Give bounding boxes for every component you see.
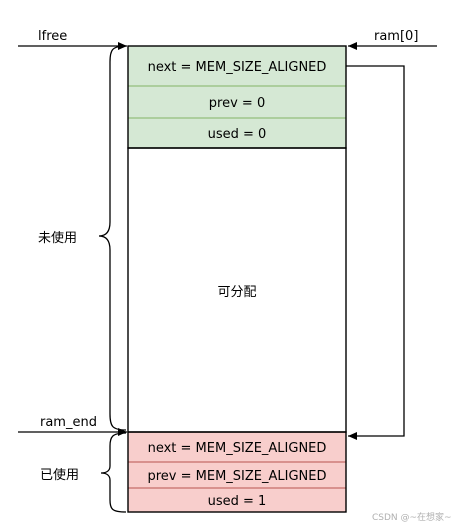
bottom-block-used-text: used = 1 <box>208 494 267 509</box>
top-block-next-text: next = MEM_SIZE_ALIGNED <box>148 60 327 75</box>
bottom-block-next-text: next = MEM_SIZE_ALIGNED <box>148 441 327 456</box>
top-block-next-cell <box>128 46 346 86</box>
used-brace <box>100 432 127 513</box>
bottom-block-next-cell <box>128 432 346 462</box>
ram-end-label: ram_end <box>40 415 97 430</box>
top-block-used-cell <box>128 118 346 148</box>
free-region-label: 可分配 <box>217 285 256 300</box>
top-block-used-text: used = 0 <box>208 127 267 142</box>
bottom-block-prev-text: prev = MEM_SIZE_ALIGNED <box>147 469 326 484</box>
watermark: CSDN @~在想家~ <box>372 511 452 523</box>
unused-label: 未使用 <box>38 230 77 246</box>
ram0-label: ram[0] <box>374 29 418 44</box>
top-block-prev-cell <box>128 86 346 118</box>
top-block-outline <box>127 45 347 149</box>
unused-brace <box>98 45 127 431</box>
bottom-block-prev-cell <box>128 462 346 488</box>
bottom-block-outline <box>127 431 347 513</box>
used-region-label: 已使用 <box>40 467 79 483</box>
top-block-prev-text: prev = 0 <box>209 96 265 111</box>
next-pointer-arrow <box>346 65 405 440</box>
bottom-block-used-cell <box>128 488 346 512</box>
lfree-label: lfree <box>38 29 67 44</box>
